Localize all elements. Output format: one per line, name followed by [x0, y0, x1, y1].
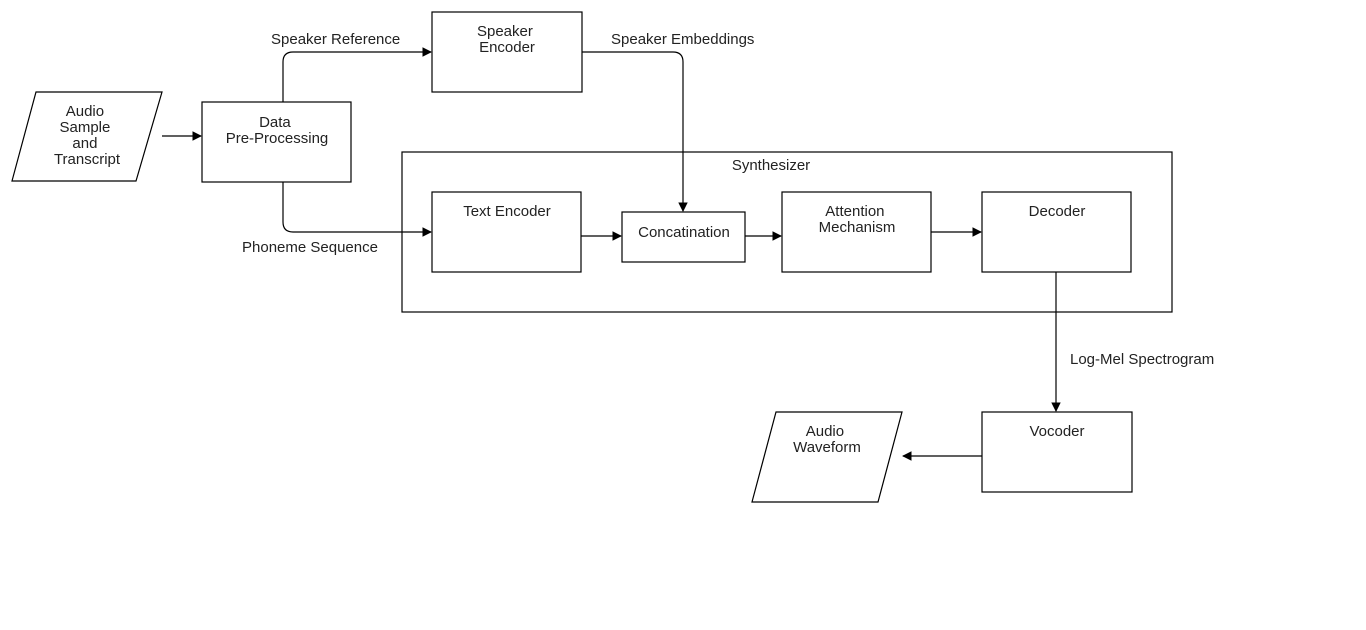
text-encoder-label: Text Encoder: [463, 203, 551, 220]
edge-speaker-encoder-to-concatination: [582, 51, 688, 212]
speaker-encoder-label: Speaker Encoder: [477, 23, 537, 56]
edge-label-phoneme-sequence: Phoneme Sequence: [242, 239, 378, 256]
vocoder-label: Vocoder: [1029, 423, 1084, 440]
audio-waveform-output-node: [751, 411, 903, 503]
audio-waveform-label: Audio Waveform: [793, 423, 861, 456]
decoder-node: [981, 191, 1132, 273]
edge-label-log-mel-spectrogram: Log-Mel Spectrogram: [1070, 351, 1214, 368]
audio-sample-input-node: [11, 91, 163, 182]
data-preprocessing-label: Data Pre-Processing: [226, 114, 329, 147]
edge-label-speaker-reference: Speaker Reference: [271, 31, 400, 48]
edge-preprocessing-to-speaker-encoder: [282, 47, 432, 102]
decoder-label: Decoder: [1029, 203, 1086, 220]
attention-mechanism-label: Attention Mechanism: [819, 203, 896, 236]
text-encoder-node: [431, 191, 582, 273]
synthesizer-label: Synthesizer: [732, 157, 810, 174]
data-preprocessing-node: [201, 101, 352, 183]
vocoder-node: [981, 411, 1133, 493]
speaker-encoder-node: [431, 11, 583, 93]
concatination-label: Concatination: [638, 224, 730, 241]
edge-label-speaker-embeddings: Speaker Embeddings: [611, 31, 754, 48]
concatination-node: [621, 211, 746, 263]
audio-sample-label: Audio Sample and Transcript: [54, 103, 121, 168]
edge-preprocessing-to-text-encoder: [282, 182, 432, 237]
